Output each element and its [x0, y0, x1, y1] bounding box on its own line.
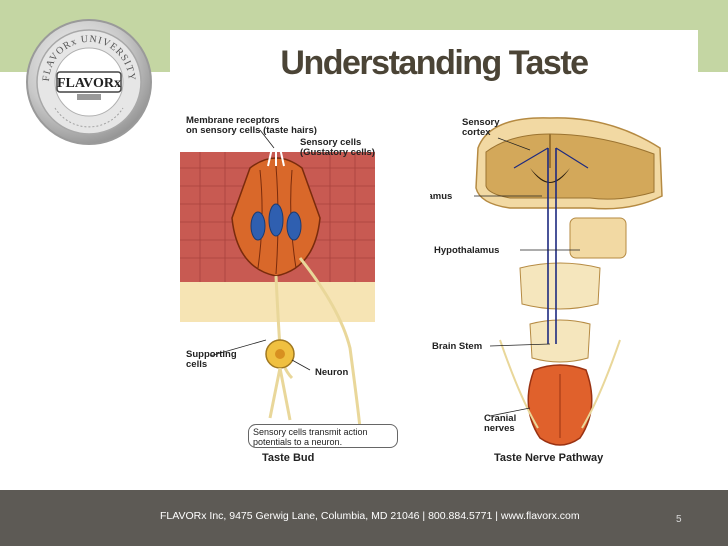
label-sensory: Sensory [462, 117, 500, 128]
label-cortex: cortex [462, 127, 491, 138]
footer-contact-text: FLAVORx Inc, 9475 Gerwig Lane, Columbia,… [160, 510, 580, 522]
label-hypothalamus: Hypothalamus [434, 245, 500, 256]
label-sensory-cells: Sensory cells [300, 137, 362, 148]
taste-pathway-illustration [474, 117, 663, 446]
label-cells: cells [186, 359, 208, 370]
taste-bud-diagram: Membrane receptors on sensory cells (tas… [180, 108, 420, 470]
taste-pathway-diagram: Sensory cortex Thalamus Hypothalamus Bra… [430, 108, 666, 470]
taste-pathway-caption: Taste Nerve Pathway [494, 452, 604, 464]
label-supporting: Supporting [186, 349, 237, 360]
label-cranial: Cranial [484, 413, 517, 424]
callout-box: Sensory cells transmit action potentials… [248, 424, 398, 448]
label-membrane-receptors-2: on sensory cells (taste hairs) [186, 125, 317, 136]
taste-bud-illustration [180, 129, 375, 470]
footer-band [0, 490, 728, 546]
page-number: 5 [676, 514, 682, 525]
flavorx-university-logo: FLAVORx UNIVERSITY FLAVORx [26, 19, 152, 145]
label-thalamus: Thalamus [430, 191, 453, 202]
logo-brand-text: FLAVORx [57, 76, 121, 91]
taste-bud-caption: Taste Bud [262, 452, 315, 464]
label-brain-stem: Brain Stem [432, 341, 483, 352]
callout-line-2: potentials to a neuron. [253, 437, 343, 447]
slide-title: Understanding Taste [280, 44, 589, 82]
label-gustatory-cells: (Gustatory cells) [300, 147, 375, 158]
label-neuron: Neuron [315, 367, 349, 378]
label-membrane-receptors: Membrane receptors [186, 115, 280, 126]
callout-line-1: Sensory cells transmit action [253, 427, 368, 437]
label-nerves: nerves [484, 423, 515, 434]
title-bar [170, 30, 698, 100]
